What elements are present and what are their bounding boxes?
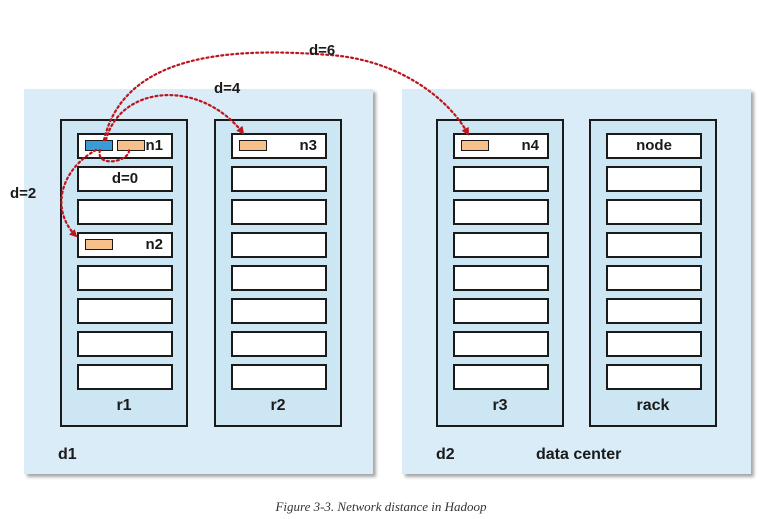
node bbox=[606, 232, 702, 258]
node bbox=[606, 265, 702, 291]
node bbox=[606, 199, 702, 225]
node bbox=[231, 166, 327, 192]
node bbox=[606, 166, 702, 192]
rack-r2: n3 r2 bbox=[214, 119, 342, 427]
node-label: n1 bbox=[145, 137, 163, 154]
node bbox=[453, 331, 549, 357]
block-replica-icon bbox=[239, 140, 267, 151]
node-local: d=0 bbox=[77, 166, 173, 192]
node-n4: n4 bbox=[453, 133, 549, 159]
block-replica-icon bbox=[117, 140, 145, 151]
node bbox=[453, 166, 549, 192]
rack-label: rack bbox=[636, 397, 670, 414]
node-n1: n1 bbox=[77, 133, 173, 159]
node bbox=[231, 298, 327, 324]
datacenter-label: d2 bbox=[436, 446, 455, 463]
node-label: n3 bbox=[299, 137, 317, 154]
block-replica-icon bbox=[461, 140, 489, 151]
node-n3: n3 bbox=[231, 133, 327, 159]
node bbox=[231, 232, 327, 258]
datacenter-d1: d1 n1 d=0 n2 r1 n3 r2 bbox=[24, 89, 373, 474]
datacenter-caption: data center bbox=[536, 446, 622, 463]
node bbox=[77, 364, 173, 390]
distance-label-d4: d=4 bbox=[214, 80, 241, 97]
rack-legend: node rack bbox=[589, 119, 717, 427]
datacenter-label: d1 bbox=[58, 446, 77, 463]
node bbox=[77, 331, 173, 357]
node bbox=[453, 199, 549, 225]
node bbox=[453, 298, 549, 324]
node-n2: n2 bbox=[77, 232, 173, 258]
node bbox=[77, 199, 173, 225]
node-label: node bbox=[636, 137, 672, 154]
rack-label: r2 bbox=[270, 397, 286, 414]
datacenter-d2: d2 data center n4 r3 node rack bbox=[402, 89, 751, 474]
node bbox=[231, 364, 327, 390]
distance-label-d6: d=6 bbox=[309, 42, 336, 59]
block-replica-icon bbox=[85, 140, 113, 151]
node-label: n2 bbox=[145, 236, 163, 253]
node bbox=[77, 298, 173, 324]
node bbox=[77, 265, 173, 291]
node-label: n4 bbox=[521, 137, 539, 154]
node bbox=[453, 232, 549, 258]
figure-caption: Figure 3-3. Network distance in Hadoop bbox=[275, 499, 487, 514]
node bbox=[453, 364, 549, 390]
node bbox=[453, 265, 549, 291]
node bbox=[231, 331, 327, 357]
node bbox=[231, 265, 327, 291]
node bbox=[606, 364, 702, 390]
node bbox=[231, 199, 327, 225]
rack-r3: n4 r3 bbox=[436, 119, 564, 427]
node-legend: node bbox=[606, 133, 702, 159]
node bbox=[606, 331, 702, 357]
rack-r1: n1 d=0 n2 r1 bbox=[60, 119, 188, 427]
rack-label: r3 bbox=[492, 397, 508, 414]
node-label: d=0 bbox=[111, 170, 139, 187]
block-replica-icon bbox=[85, 239, 113, 250]
rack-label: r1 bbox=[116, 397, 132, 414]
node bbox=[606, 298, 702, 324]
distance-label-d2: d=2 bbox=[10, 185, 37, 202]
